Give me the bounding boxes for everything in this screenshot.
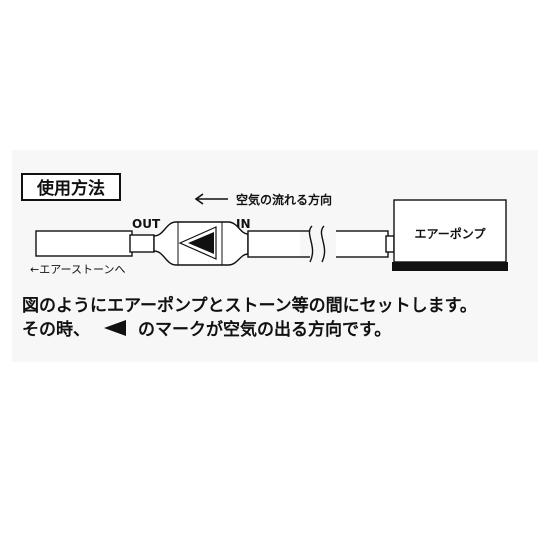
heading-box — [21, 173, 121, 201]
left-triangle-marker-icon — [104, 319, 126, 336]
flow-direction-label: 空気の流れる方向 — [236, 192, 332, 207]
air-pump-base — [392, 262, 508, 271]
air-stone-label: ←エアーストーンへ — [30, 263, 125, 276]
in-label: IN — [236, 217, 251, 231]
caption-line-2: その時、 のマークが空気の出る方向です。 — [22, 315, 391, 340]
check-valve — [153, 221, 249, 266]
air-pump-label: エアーポンプ — [415, 226, 487, 241]
tube-break-mark — [308, 225, 314, 263]
left-triangle-marker-icon — [188, 232, 214, 254]
heading-text: 使用方法 — [36, 178, 105, 199]
left-arrow-icon — [194, 193, 228, 205]
air-pump — [392, 199, 508, 271]
caption-line-1: 図のようにエアーポンプとストーン等の間にセットします。 — [22, 296, 477, 316]
out-label: OUT — [132, 217, 161, 231]
air-stone-tube — [35, 230, 155, 257]
pump-tube — [247, 224, 395, 264]
caption-line-2-start: その時、 — [22, 320, 90, 340]
caption-line-2-end: のマークが空気の出る方向です。 — [138, 320, 392, 340]
